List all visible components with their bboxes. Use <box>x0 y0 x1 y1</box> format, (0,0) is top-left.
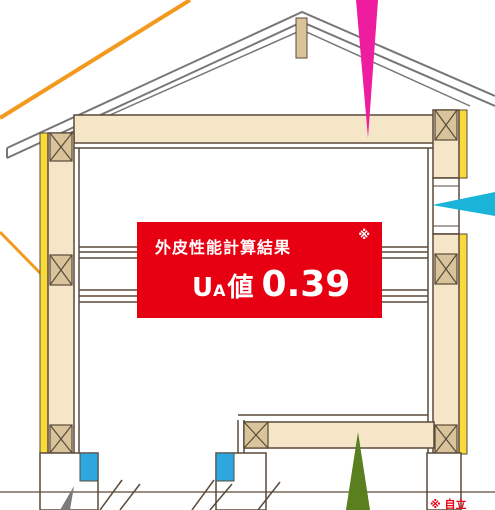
footnote-note: ※ 自立 <box>430 498 467 510</box>
foundation <box>0 452 495 510</box>
orange-callout-line-wall <box>0 230 44 277</box>
roof-outer-line <box>6 10 495 149</box>
cyan-callout-arrow <box>432 192 495 216</box>
magenta-callout-arrow <box>356 0 378 138</box>
result-title: 外皮性能計算結果 <box>155 238 292 257</box>
roof <box>6 10 495 159</box>
lower-floor-beam <box>243 421 435 449</box>
right-wall-x-blocks <box>434 109 458 454</box>
foundation-right <box>426 452 462 510</box>
left-wall <box>39 132 80 454</box>
orange-callout-line-roof <box>0 0 192 120</box>
left-wall-insulation <box>39 132 49 454</box>
left-wall-timber <box>47 132 75 454</box>
right-wall-lower-insulation <box>458 233 468 455</box>
ua-subscript-a: A <box>213 281 226 300</box>
right-wall-upper-insulation <box>458 109 468 179</box>
ua-value: 0.39 <box>261 264 351 305</box>
vent-left <box>79 452 99 482</box>
ua-letter-u: U <box>192 273 214 303</box>
green-callout-arrow <box>346 432 370 510</box>
lower-floor-platform <box>237 414 435 462</box>
right-wall <box>427 109 468 455</box>
ceiling-beam <box>73 114 435 144</box>
result-footnote-mark: ※ <box>358 228 370 242</box>
vent-middle <box>215 452 235 482</box>
left-wall-x-blocks <box>49 132 73 454</box>
ridge-post <box>295 17 308 59</box>
gray-callout-arrow <box>60 486 74 510</box>
ua-label: 値 <box>227 273 254 303</box>
